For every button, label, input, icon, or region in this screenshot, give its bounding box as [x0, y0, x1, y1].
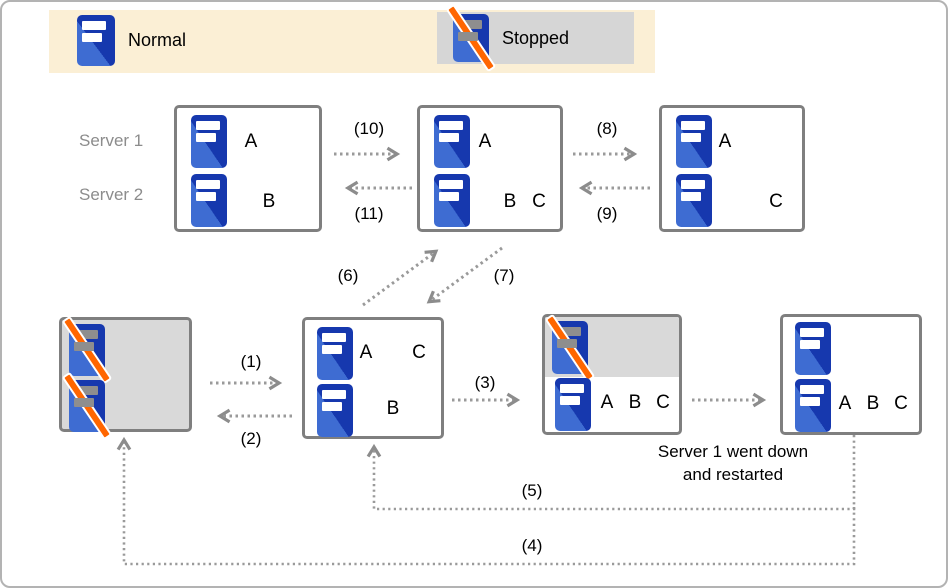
transition-label-8: (8)	[596, 119, 618, 138]
state-box-top-1: A B	[174, 105, 322, 232]
annotation-line1: Server 1 went down	[657, 442, 809, 461]
transition-label-4: (4)	[521, 536, 543, 555]
server-normal-icon	[795, 322, 831, 375]
app-letter: B	[503, 191, 517, 212]
state-box-bottom-3: A B C	[542, 313, 682, 435]
server-normal-icon	[191, 174, 227, 227]
state-box-bottom-2: A C B	[302, 317, 444, 439]
arrow-5	[366, 435, 856, 511]
transition-label-2: (2)	[240, 429, 262, 448]
server-stopped-icon	[544, 313, 596, 382]
transition-label-9: (9)	[596, 204, 618, 223]
transition-label-6: (6)	[337, 266, 359, 285]
state-box-bottom-1	[59, 315, 192, 441]
annotation-line2: and restarted	[682, 465, 784, 484]
server-normal-icon	[555, 378, 591, 431]
server-normal-icon	[676, 115, 712, 168]
server-normal-icon	[77, 15, 115, 66]
app-letter: C	[656, 392, 670, 413]
app-letter: C	[894, 393, 908, 414]
legend: Normal Stopped	[49, 3, 655, 73]
transition-label-1: (1)	[240, 352, 262, 371]
server-stopped-icon	[445, 3, 497, 73]
state-box-top-3: A C	[659, 105, 805, 232]
app-letter: A	[600, 392, 614, 413]
transition-label-11: (11)	[354, 204, 384, 223]
app-letter: A	[718, 131, 732, 152]
state-box-bottom-4: A B C	[780, 314, 922, 435]
row-label-server1: Server 1	[79, 131, 144, 150]
transition-label-3: (3)	[474, 373, 496, 392]
app-letter: A	[838, 393, 852, 414]
server-normal-icon	[434, 115, 470, 168]
legend-stopped-swatch: Stopped	[437, 3, 634, 73]
app-letter: A	[478, 131, 492, 152]
app-letter: A	[244, 131, 258, 152]
row-label-server2: Server 2	[79, 185, 144, 204]
arrow-7	[426, 246, 503, 304]
arrow-4	[116, 436, 856, 566]
arrow-6	[362, 249, 439, 307]
state-box-top-2: A B C	[417, 105, 563, 232]
app-letter: C	[412, 342, 426, 363]
transition-label-10: (10)	[353, 119, 385, 138]
server-normal-icon	[317, 327, 353, 380]
app-letter: B	[866, 393, 880, 414]
server-stopped-icon	[61, 315, 113, 385]
app-letter: B	[386, 398, 400, 419]
transition-label-5: (5)	[521, 481, 543, 500]
transition-label-7: (7)	[493, 266, 515, 285]
server-normal-icon	[317, 384, 353, 437]
app-letter: A	[359, 342, 373, 363]
server-stopped-icon	[61, 371, 113, 441]
app-letter: B	[628, 392, 642, 413]
app-letter: C	[532, 191, 546, 212]
annotation-server1-restart: Server 1 went down and restarted	[633, 440, 833, 486]
server-normal-icon	[191, 115, 227, 168]
server-normal-icon	[676, 174, 712, 227]
server-normal-icon	[795, 379, 831, 432]
legend-normal-label: Normal	[128, 30, 187, 50]
app-letter: C	[769, 191, 783, 212]
server-normal-icon	[434, 174, 470, 227]
app-letter: B	[262, 191, 276, 212]
legend-stopped-label: Stopped	[502, 28, 570, 48]
